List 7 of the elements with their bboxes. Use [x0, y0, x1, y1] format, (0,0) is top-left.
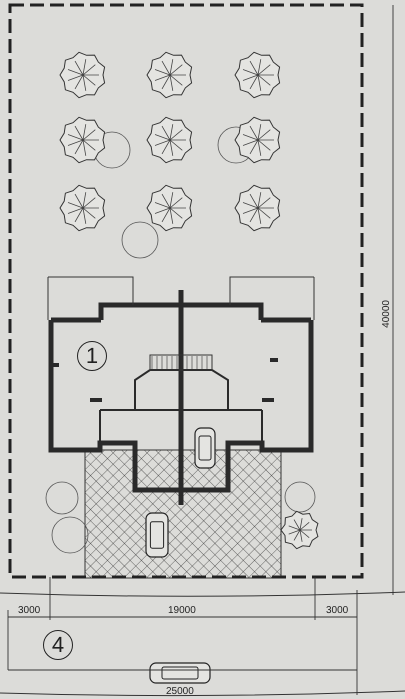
dimension-value: 40000: [381, 300, 392, 328]
callout-number: 4: [43, 630, 73, 660]
dimension-value: 25000: [166, 686, 194, 697]
dimension-value: 3000: [18, 605, 40, 616]
dimension-value: 3000: [326, 605, 348, 616]
callout-number: 1: [77, 341, 107, 371]
dimension-value: 19000: [168, 605, 196, 616]
